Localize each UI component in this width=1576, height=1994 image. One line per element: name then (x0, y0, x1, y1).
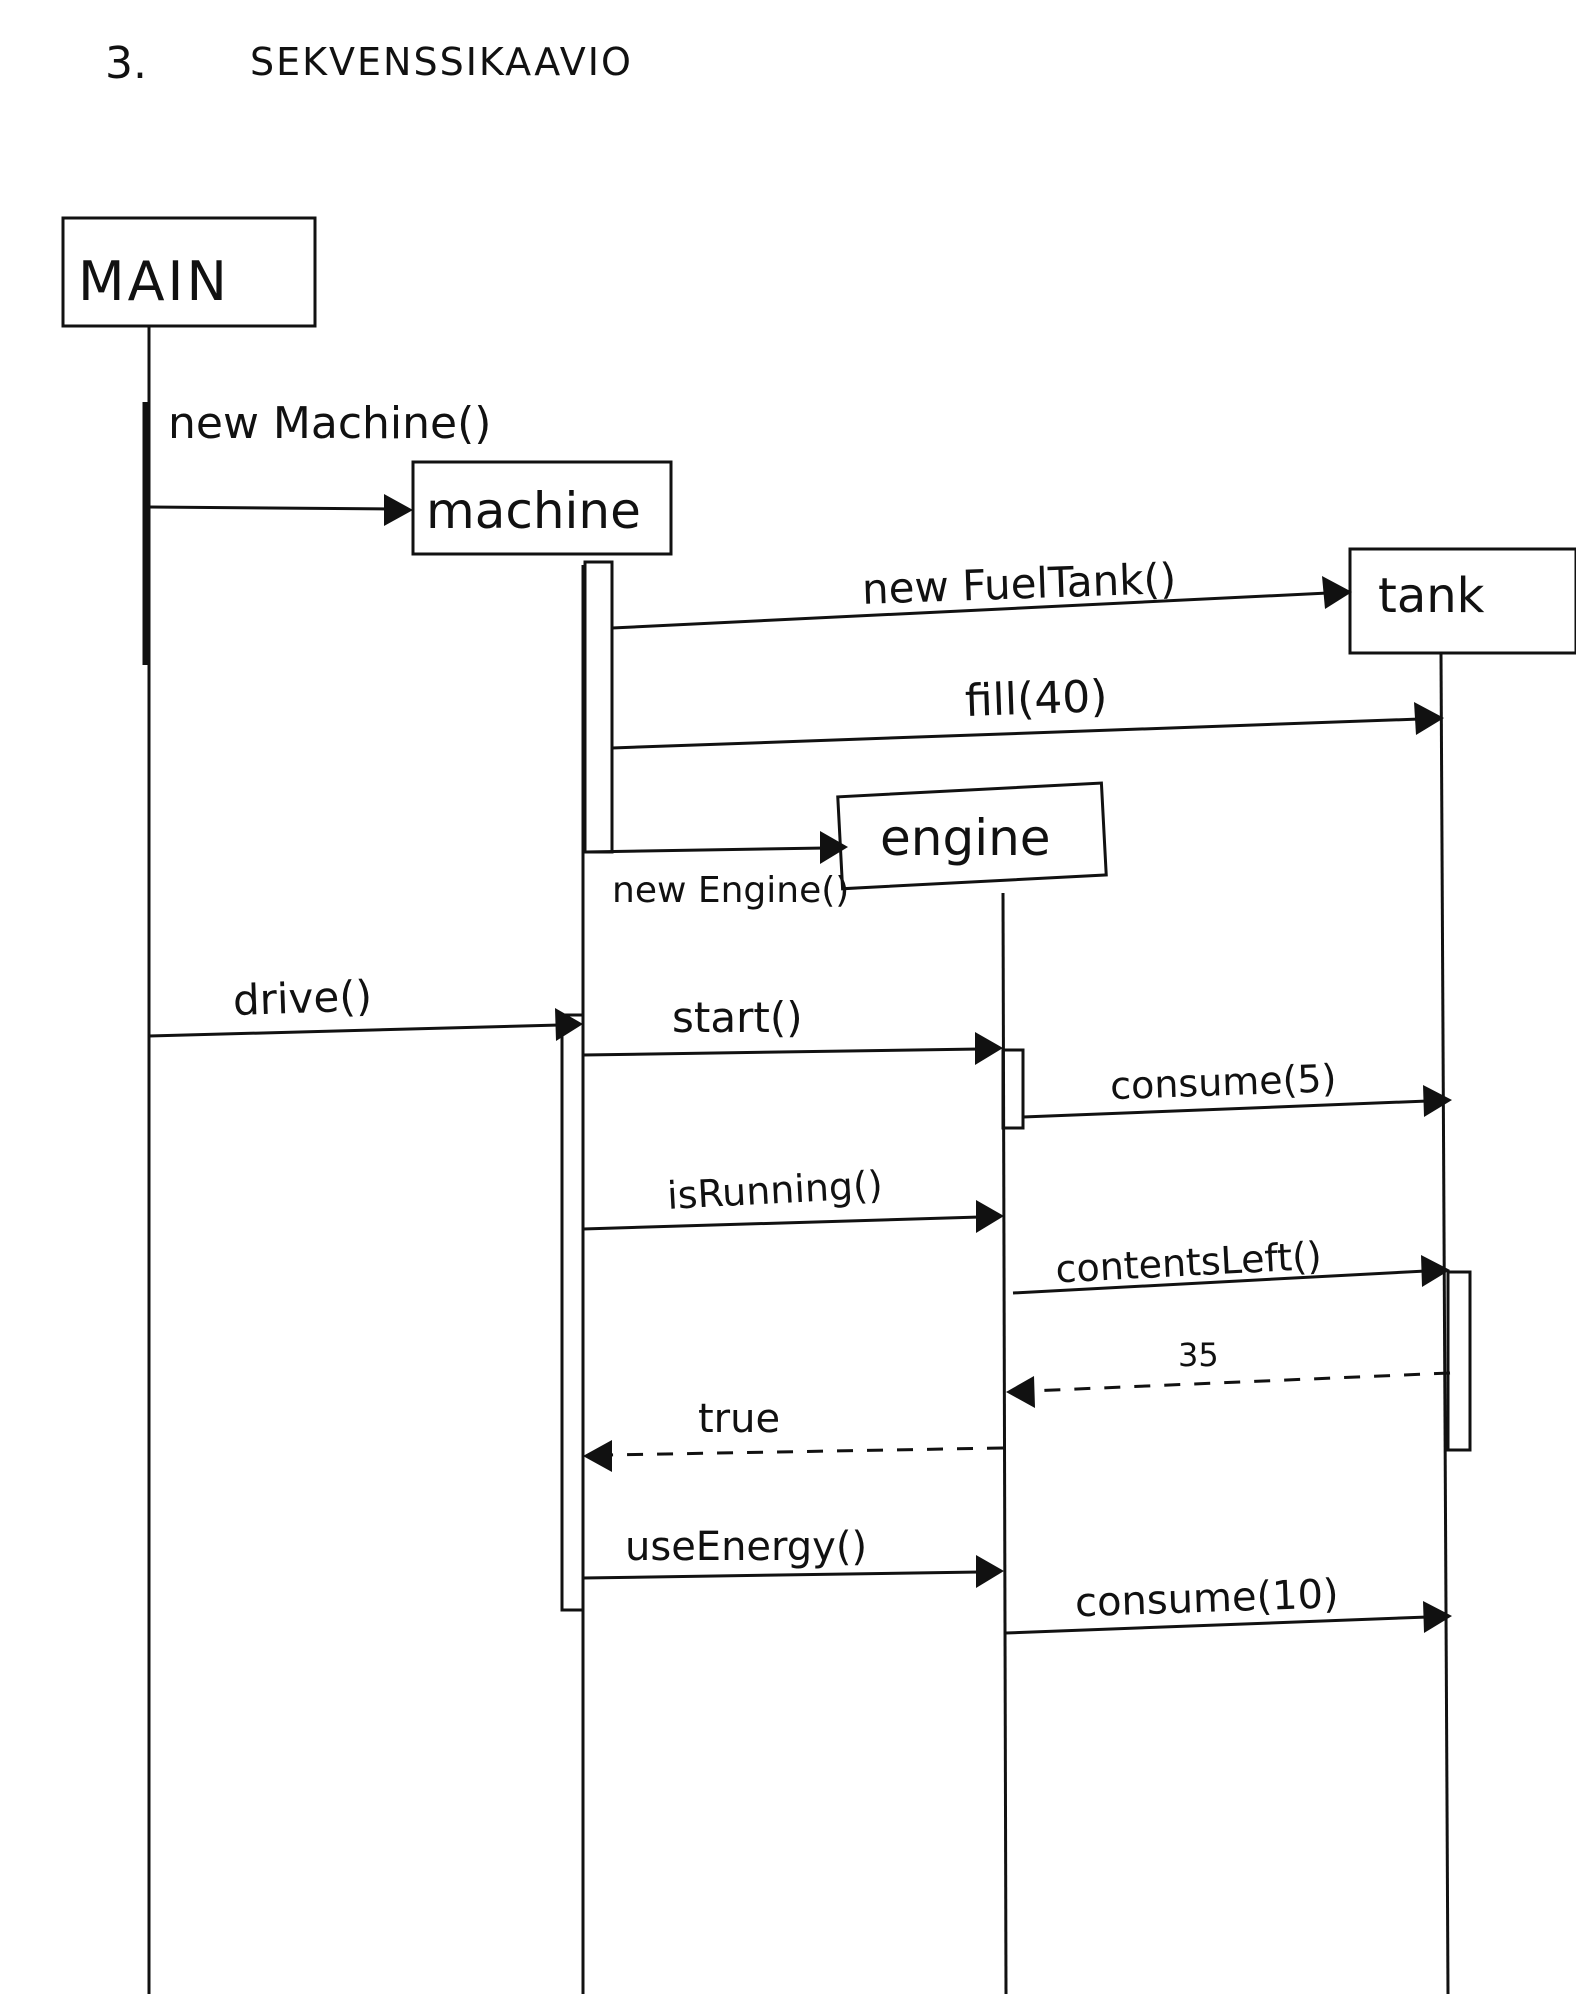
message-is-running-line (582, 1215, 981, 1231)
message-consume-10-arrowhead (1423, 1601, 1452, 1633)
return-35-label: 35 (1178, 1336, 1219, 1374)
return-true-arrowhead (583, 1440, 612, 1472)
tank-activation-contents (1446, 1270, 1472, 1452)
message-use-energy-arrowhead (976, 1555, 1004, 1588)
message-contents-left-line (1012, 1269, 1427, 1295)
message-new-machine-label: new Machine() (168, 398, 491, 449)
message-new-fueltank-arrowhead (1322, 576, 1352, 609)
message-new-engine-line (584, 846, 827, 854)
return-true-line (605, 1446, 1004, 1457)
machine-activation-drive (560, 1013, 585, 1612)
return-35-line (1029, 1371, 1451, 1393)
participant-tank-box (1348, 547, 1576, 655)
message-use-energy-label: useEnergy() (625, 1524, 867, 1570)
participant-machine-box (411, 460, 673, 556)
participant-engine-label: engine (880, 809, 1051, 867)
message-contents-left-label: contentsLeft() (1054, 1234, 1322, 1292)
message-fill-line (611, 717, 1421, 750)
message-fill-label: fill(40) (964, 671, 1108, 727)
participant-machine-label: machine (426, 482, 641, 540)
participant-tank-label: tank (1378, 568, 1485, 624)
message-is-running-arrowhead (976, 1200, 1004, 1233)
message-consume-10-line (1005, 1615, 1429, 1635)
message-is-running-label: isRunning() (666, 1163, 884, 1218)
message-start-line (582, 1047, 981, 1057)
message-consume-5-label: consume(5) (1109, 1056, 1337, 1108)
message-new-machine-arrowhead (384, 494, 413, 526)
return-35-arrowhead (1006, 1376, 1035, 1408)
message-contents-left-arrowhead (1421, 1255, 1450, 1287)
message-new-engine-label: new Engine() (612, 870, 849, 911)
message-use-energy-line (582, 1570, 981, 1580)
tank-lifeline (1439, 653, 1450, 1994)
participant-main-label: MAIN (78, 250, 230, 313)
message-new-engine-arrowhead (820, 831, 848, 864)
message-consume-10-label: consume(10) (1074, 1571, 1339, 1626)
participant-main-box (61, 216, 317, 328)
message-start-label: start() (672, 993, 803, 1042)
diagram-title: SEKVENSSIKAAVIO (250, 40, 633, 84)
return-true-label: true (698, 1396, 780, 1442)
message-drive-line (148, 1023, 561, 1038)
message-new-fueltank-label: new FuelTank() (861, 554, 1177, 614)
message-new-fueltank-line (611, 591, 1329, 630)
message-drive-arrowhead (555, 1008, 583, 1041)
message-new-machine-line (148, 505, 393, 511)
message-drive-label: drive() (232, 971, 373, 1025)
engine-activation-start (1001, 1048, 1025, 1130)
machine-activation-construct (583, 560, 614, 854)
message-fill-arrowhead (1414, 702, 1444, 735)
message-consume-5-line (1022, 1099, 1429, 1119)
message-start-arrowhead (975, 1032, 1003, 1065)
diagram-number: 3. (105, 38, 147, 89)
message-consume-5-arrowhead (1423, 1085, 1452, 1117)
